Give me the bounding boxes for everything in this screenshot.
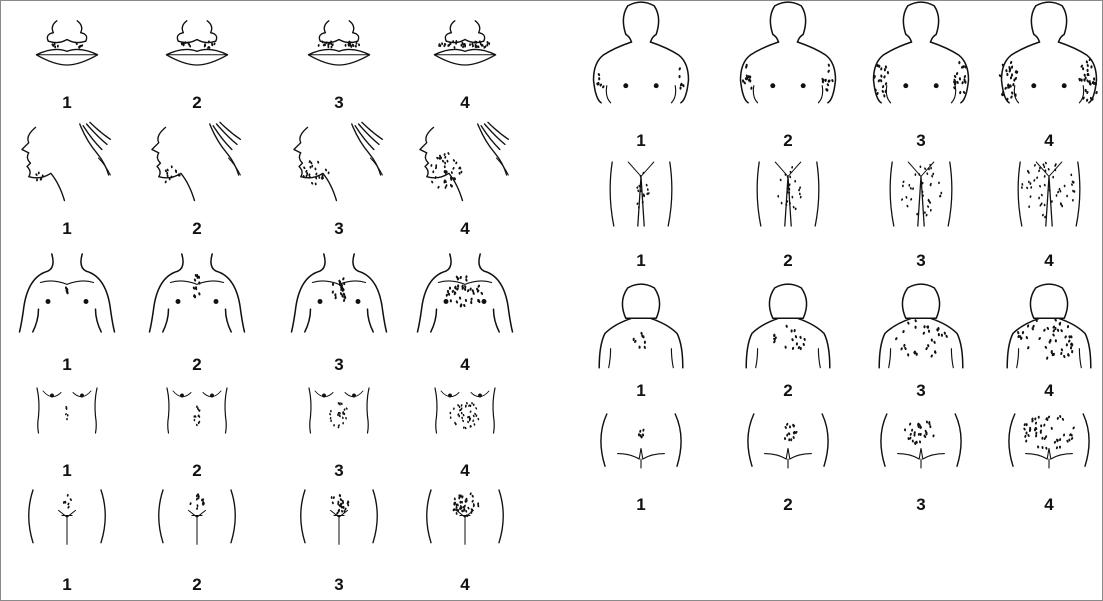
left-lower-abdomen-figure-4 [427, 490, 504, 544]
left-chin-score-label-2: 2 [192, 219, 201, 238]
left-upper-abdomen-figure-1 [37, 388, 97, 433]
left-lower-abdomen-figure-3 [301, 490, 378, 544]
right-upper-arms-figure-4 [998, 2, 1098, 103]
left-upper-lip-figure-4 [434, 21, 495, 65]
left-upper-lip-score-label-3: 3 [334, 93, 343, 112]
left-upper-abdomen-figure-4 [435, 388, 495, 433]
left-upper-abdomen-score-label-1: 1 [62, 461, 71, 480]
left-chest-figure-2 [150, 254, 245, 332]
left-lower-abdomen-score-label-2: 2 [192, 575, 201, 594]
right-upper-arms-score-label-3: 3 [916, 131, 925, 150]
left-chin-score-label-3: 3 [334, 219, 343, 238]
left-chest-score-label-1: 1 [62, 355, 71, 374]
left-chin-score-label-4: 4 [460, 219, 470, 238]
right-lower-back-figure-2 [748, 414, 828, 468]
right-lower-back-figure-4 [1009, 414, 1089, 468]
left-lower-abdomen-score-label-4: 4 [460, 575, 470, 594]
right-upper-arms-figure-1 [594, 2, 689, 103]
left-chin-score-label-1: 1 [62, 219, 71, 238]
left-chest-score-label-2: 2 [192, 355, 201, 374]
right-upper-back-score-label-1: 1 [636, 381, 645, 400]
left-upper-abdomen-figure-3 [309, 388, 369, 433]
left-chest-figure-4 [418, 254, 513, 332]
left-chest-score-label-3: 3 [334, 355, 343, 374]
left-chest-figure-1 [20, 254, 115, 332]
right-thighs-figure-4 [1018, 161, 1080, 226]
right-thighs-score-label-4: 4 [1044, 251, 1054, 270]
right-upper-back-score-label-2: 2 [783, 381, 792, 400]
right-thighs-figure-3 [890, 162, 952, 226]
left-chest-score-label-4: 4 [460, 355, 470, 374]
left-upper-lip-figure-3 [308, 21, 369, 65]
right-thighs-score-label-1: 1 [636, 251, 645, 270]
left-upper-abdomen-figure-2 [167, 388, 227, 433]
right-upper-arms-score-label-4: 4 [1044, 131, 1054, 150]
right-lower-back-score-label-4: 4 [1044, 495, 1054, 514]
right-upper-back-figure-2 [746, 284, 830, 368]
right-lower-back-score-label-1: 1 [636, 495, 645, 514]
left-lower-abdomen-figure-2 [159, 490, 236, 544]
left-lower-abdomen-figure-1 [29, 490, 106, 544]
left-lower-abdomen-score-label-1: 1 [62, 575, 71, 594]
left-chin-figure-2 [152, 122, 240, 200]
left-upper-abdomen-score-label-2: 2 [192, 461, 201, 480]
right-lower-back-score-label-3: 3 [916, 495, 925, 514]
right-lower-back-score-label-2: 2 [783, 495, 792, 514]
right-lower-back-figure-1 [601, 414, 681, 468]
right-lower-back-figure-3 [881, 414, 961, 468]
left-upper-lip-score-label-1: 1 [62, 93, 71, 112]
right-thighs-figure-2 [757, 162, 819, 226]
left-chin-figure-1 [22, 122, 110, 200]
right-upper-arms-figure-3 [873, 2, 968, 103]
left-chest-figure-3 [292, 254, 387, 332]
left-upper-lip-figure-1 [36, 21, 97, 65]
left-upper-lip-score-label-4: 4 [460, 93, 470, 112]
right-upper-back-figure-4 [1007, 284, 1091, 368]
left-upper-abdomen-score-label-4: 4 [460, 461, 470, 480]
right-upper-back-figure-1 [599, 284, 683, 368]
left-chin-figure-3 [294, 122, 382, 200]
left-upper-lip-figure-2 [166, 21, 227, 65]
right-thighs-score-label-3: 3 [916, 251, 925, 270]
right-upper-arms-score-label-1: 1 [636, 131, 645, 150]
right-upper-back-score-label-3: 3 [916, 381, 925, 400]
left-upper-abdomen-score-label-3: 3 [334, 461, 343, 480]
right-thighs-figure-1 [610, 162, 672, 226]
right-upper-arms-figure-2 [741, 2, 836, 103]
right-thighs-score-label-2: 2 [783, 251, 792, 270]
left-chin-figure-4 [420, 122, 508, 200]
right-upper-arms-score-label-2: 2 [783, 131, 792, 150]
left-lower-abdomen-score-label-3: 3 [334, 575, 343, 594]
right-upper-back-figure-3 [879, 284, 963, 368]
left-upper-lip-score-label-2: 2 [192, 93, 201, 112]
right-upper-back-score-label-4: 4 [1044, 381, 1054, 400]
